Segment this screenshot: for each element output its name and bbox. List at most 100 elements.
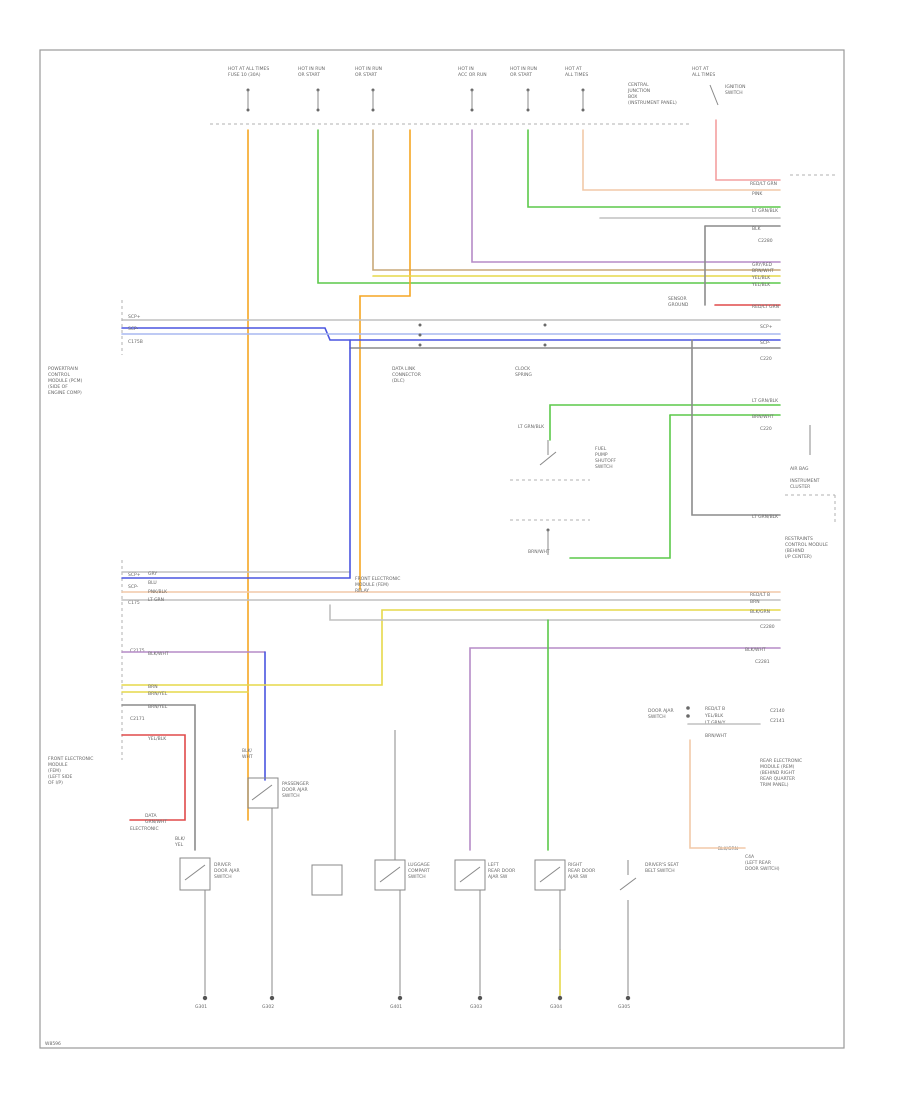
svg-text:ENGINE COMP): ENGINE COMP)	[48, 390, 82, 396]
svg-text:COMPART: COMPART	[408, 868, 430, 874]
svg-text:HOT AT: HOT AT	[692, 66, 709, 72]
wire-green-mid	[527, 129, 781, 208]
svg-text:SWITCH: SWITCH	[725, 90, 743, 96]
svg-text:BLK/: BLK/	[242, 748, 253, 754]
svg-text:LT GRN: LT GRN	[148, 597, 164, 603]
wire-green-switch	[549, 404, 781, 441]
svg-text:AJAR SW: AJAR SW	[488, 874, 508, 880]
svg-text:HOT IN RUN: HOT IN RUN	[355, 66, 382, 72]
svg-text:RED/LT B: RED/LT B	[750, 592, 770, 598]
powertrain-control-module: SCP+ SCP- C175B POWERTRAIN CONTROL MODUL…	[48, 300, 143, 396]
svg-text:GRY: GRY	[148, 571, 157, 577]
svg-text:LEFT: LEFT	[488, 862, 499, 868]
svg-text:AIR BAG: AIR BAG	[790, 466, 809, 472]
svg-text:C220: C220	[760, 356, 772, 362]
svg-text:SWITCH: SWITCH	[214, 874, 232, 880]
svg-text:YEL/BLK: YEL/BLK	[147, 736, 167, 742]
svg-text:LT GRN/BLK: LT GRN/BLK	[752, 208, 779, 214]
right-connector-labels: RED/LT GRN PINK LT GRN/BLK BLK C2280 GRY…	[750, 181, 779, 310]
svg-text:SWITCH: SWITCH	[408, 874, 426, 880]
svg-text:OR START: OR START	[510, 72, 532, 78]
svg-text:BRN/WHT: BRN/WHT	[528, 549, 550, 555]
svg-text:I/P CENTER): I/P CENTER)	[785, 554, 812, 560]
svg-text:RED/LT GRN: RED/LT GRN	[750, 181, 777, 187]
svg-text:BLU: BLU	[148, 580, 157, 586]
wire-fem-red	[121, 734, 186, 821]
svg-text:DOOR AJAR: DOOR AJAR	[648, 708, 674, 714]
svg-text:FUEL: FUEL	[595, 446, 607, 452]
front-module-labels: GRY BLU PNK/BLK LT GRN BLK/WHT BRN BRN/Y…	[130, 571, 775, 832]
svg-text:JUNCTION: JUNCTION	[627, 88, 650, 94]
svg-text:SCP+: SCP+	[128, 572, 141, 578]
svg-text:MODULE (REM): MODULE (REM)	[760, 764, 795, 770]
svg-text:ALL TIMES: ALL TIMES	[692, 72, 715, 78]
svg-text:IGNITION: IGNITION	[725, 84, 746, 90]
svg-text:C2171: C2171	[130, 716, 145, 722]
label-green-wires: LT GRN/BLK	[752, 398, 779, 404]
svg-text:MODULE (PCM): MODULE (PCM)	[48, 378, 82, 384]
svg-text:YEL/BLK: YEL/BLK	[704, 713, 724, 719]
svg-text:(BEHIND: (BEHIND	[785, 548, 805, 554]
svg-text:C2175: C2175	[130, 648, 145, 654]
svg-text:RED/LT B: RED/LT B	[705, 706, 725, 712]
svg-text:HOT AT ALL TIMES: HOT AT ALL TIMES	[228, 66, 269, 72]
svg-text:SWITCH: SWITCH	[282, 793, 300, 799]
svg-text:G301: G301	[195, 1004, 207, 1010]
diagram-frame	[39, 49, 845, 1049]
svg-text:SCP+: SCP+	[128, 314, 141, 320]
svg-text:RESTRAINTS: RESTRAINTS	[785, 536, 813, 542]
svg-text:ELECTRONIC: ELECTRONIC	[130, 826, 159, 832]
svg-text:DATA: DATA	[145, 813, 158, 819]
svg-text:BLK: BLK	[752, 226, 762, 232]
svg-text:REAR QUARTER: REAR QUARTER	[760, 776, 795, 782]
svg-text:REAR DOOR: REAR DOOR	[488, 868, 515, 874]
svg-text:FUSE 10 (30A): FUSE 10 (30A)	[228, 72, 261, 78]
svg-text:SWITCH: SWITCH	[648, 714, 666, 720]
svg-text:BRN/YEL: BRN/YEL	[148, 691, 168, 697]
svg-text:G401: G401	[390, 1004, 402, 1010]
wire-pink-ign	[715, 119, 781, 181]
svg-text:G305: G305	[618, 1004, 630, 1010]
bottom-switches: BLK/ YEL DRIVER DOOR AJAR SWITCH G301 BL…	[174, 730, 679, 1010]
svg-text:G302: G302	[262, 1004, 274, 1010]
svg-text:SCP-: SCP-	[760, 340, 771, 346]
fuse-labels: HOT AT ALL TIMES FUSE 10 (30A) HOT IN RU…	[228, 66, 746, 106]
svg-text:LT GRN/Y: LT GRN/Y	[705, 720, 726, 726]
svg-text:BLK/WHT: BLK/WHT	[148, 651, 169, 657]
svg-text:C2280: C2280	[760, 624, 775, 630]
svg-text:OR START: OR START	[355, 72, 377, 78]
front-electronic-module: SCP+ SCP- C175 C2175 C2171 FRONT ELECTRO…	[48, 560, 145, 786]
svg-text:BLK/: BLK/	[175, 836, 186, 842]
svg-text:(SIDE OF: (SIDE OF	[48, 384, 68, 390]
svg-text:DRIVER: DRIVER	[214, 862, 231, 868]
label-rcm: LT GRN/BLK	[752, 514, 779, 520]
svg-text:DATA LINK: DATA LINK	[392, 366, 416, 372]
svg-text:TRIM PANEL): TRIM PANEL)	[759, 782, 789, 788]
svg-text:(FEM): (FEM)	[48, 768, 61, 774]
svg-text:GRY/RED: GRY/RED	[752, 262, 773, 268]
svg-text:PNK/BLK: PNK/BLK	[148, 589, 168, 595]
wire-fem-yellow	[121, 609, 781, 686]
svg-text:GRN/WHT: GRN/WHT	[145, 819, 167, 825]
instrument-cluster-block: DATA LINK CONNECTOR (DLC) CLOCK SPRING S…	[392, 296, 773, 384]
wire-peach-lower	[689, 739, 746, 849]
footer-code: W8596	[45, 1041, 61, 1047]
svg-text:PUMP: PUMP	[595, 452, 608, 458]
svg-text:RIGHT: RIGHT	[568, 862, 582, 868]
svg-text:(LEFT SIDE: (LEFT SIDE	[48, 774, 72, 780]
svg-text:INSTRUMENT: INSTRUMENT	[790, 478, 820, 484]
svg-text:BRN/WHT: BRN/WHT	[705, 733, 727, 739]
svg-text:(BEHIND RIGHT: (BEHIND RIGHT	[760, 770, 795, 776]
wire-orange-2	[359, 129, 411, 591]
svg-text:PASSENGER: PASSENGER	[282, 781, 309, 787]
svg-text:CENTRAL: CENTRAL	[628, 82, 649, 88]
svg-text:(INSTRUMENT PANEL): (INSTRUMENT PANEL)	[628, 100, 677, 106]
svg-text:POWERTRAIN: POWERTRAIN	[48, 366, 78, 372]
fuse-symbols	[246, 84, 719, 112]
svg-text:ACC OR RUN: ACC OR RUN	[458, 72, 487, 78]
svg-text:BRN: BRN	[750, 599, 760, 605]
svg-text:SCP+: SCP+	[760, 324, 773, 330]
svg-text:(LEFT REAR: (LEFT REAR	[745, 860, 771, 866]
label-c2281: C2281	[755, 659, 770, 665]
